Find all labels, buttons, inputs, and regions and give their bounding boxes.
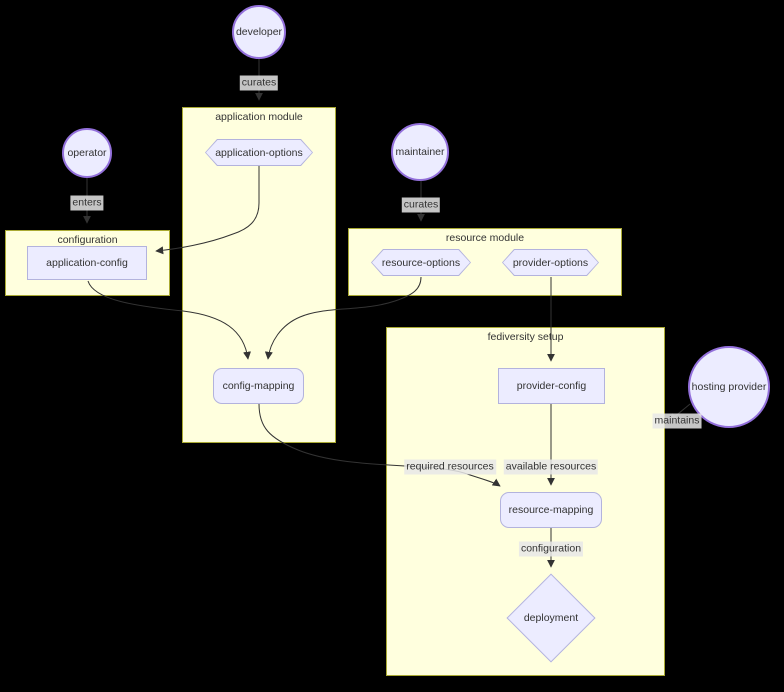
edge-label-configuration: configuration (518, 541, 584, 557)
node-application-options-label: application-options (215, 146, 303, 159)
actor-maintainer: maintainer (391, 123, 449, 181)
edge-resource-options-config-mapping (264, 276, 422, 360)
node-provider-options-label: provider-options (512, 256, 589, 269)
actor-operator-label: operator (67, 147, 107, 159)
resource-module-title: resource module (445, 232, 525, 244)
edge-label-operator-enters: enters (70, 195, 104, 211)
node-application-options: application-options (205, 139, 313, 166)
node-resource-options: resource-options (371, 249, 471, 276)
node-deployment: deployment (506, 573, 596, 663)
edge-config-mapping-resource-mapping (258, 403, 501, 487)
node-config-mapping: config-mapping (213, 368, 304, 404)
edge-label-required-resources: required resources (404, 459, 496, 475)
configuration-module-title: configuration (57, 234, 118, 246)
node-provider-config: provider-config (498, 368, 605, 404)
hexagon-shape (502, 249, 599, 276)
actor-hosting-provider-label: hosting provider (691, 381, 767, 393)
edge-label-hosting-maintains: maintains (652, 413, 702, 429)
actor-developer-label: developer (235, 26, 283, 38)
node-config-mapping-label: config-mapping (222, 380, 295, 392)
node-application-config: application-config (27, 246, 147, 280)
node-resource-mapping-label: resource-mapping (508, 504, 594, 516)
edge-application-config-config-mapping (87, 280, 251, 360)
edge-label-maintainer-curates: curates (401, 197, 441, 213)
actor-operator: operator (62, 128, 112, 178)
node-provider-options: provider-options (502, 249, 599, 276)
node-application-config-label: application-config (46, 257, 128, 269)
hexagon-shape (371, 249, 471, 276)
application-module-title: application module (215, 111, 303, 123)
edge-label-available-resources: available resources (503, 459, 599, 475)
node-provider-config-label: provider-config (516, 380, 587, 392)
node-resource-options-label: resource-options (381, 256, 461, 269)
edge-application-options-application-config (155, 166, 260, 255)
node-resource-mapping: resource-mapping (500, 492, 602, 528)
actor-hosting-provider: hosting provider (688, 346, 770, 428)
edge-label-developer-curates: curates (239, 75, 279, 91)
hexagon-shape (205, 139, 313, 166)
fediversity-setup-title: fediversity setup (487, 331, 564, 343)
node-deployment-label: deployment (523, 612, 579, 624)
actor-maintainer-label: maintainer (395, 146, 445, 158)
actor-developer: developer (232, 5, 286, 59)
